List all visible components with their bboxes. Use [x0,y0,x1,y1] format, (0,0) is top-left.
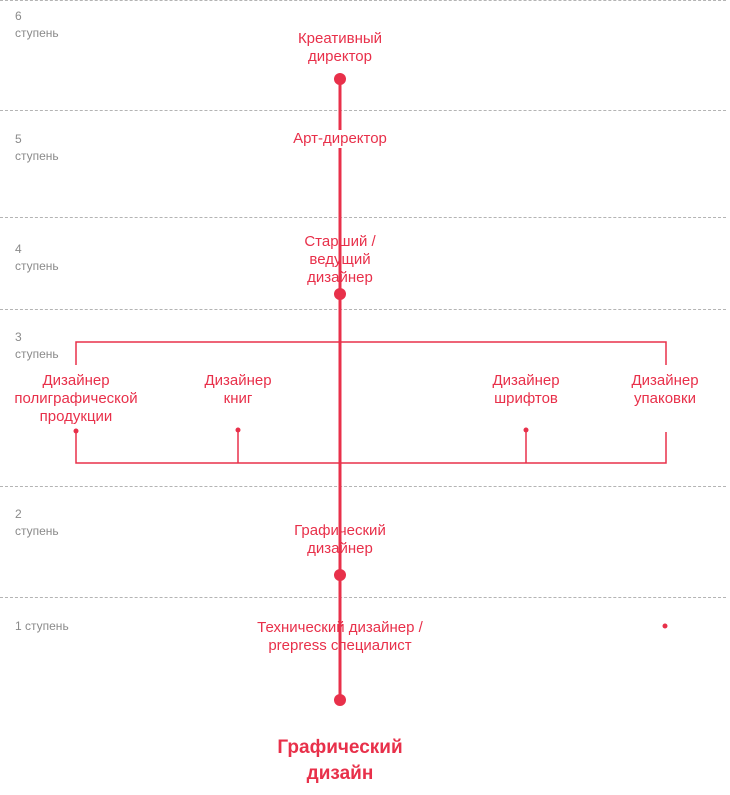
level-divider [0,597,726,598]
node-art-director: Арт-директор [289,130,391,148]
creative-director-dot [334,73,346,85]
level3-bracket-bottom [75,432,667,464]
node-font-designer: Дизайнер шрифтов [492,372,560,407]
print-designer-dot [73,428,79,434]
level-3-label: 3 ступень [15,330,59,361]
node-graphic-designer: Графический дизайнер [294,522,386,557]
level-6-label: 6 ступень [15,9,59,40]
node-print-designer: Дизайнер полиграфической продукции [14,372,138,425]
level-divider [0,309,726,310]
root-title: Графический дизайн [277,737,403,784]
graphic-designer-dot [334,569,346,581]
book-designer-dot [235,427,241,433]
level-5-label: 5 ступень [15,132,59,163]
level-divider [0,486,726,487]
level-1-label: 1 ступень [15,619,69,633]
senior-designer-dot [334,288,346,300]
node-book-designer: Дизайнер книг [204,372,272,407]
stray-dot [662,623,668,629]
node-creative-director: Креативный директор [297,30,383,65]
node-senior-designer: Старший / ведущий дизайнер [304,233,376,286]
level-divider [0,110,726,111]
node-package-designer: Дизайнер упаковки [631,372,699,407]
level-divider [0,0,726,1]
level3-bracket-top [75,341,667,365]
level-2-label: 2 ступень [15,507,59,538]
level-divider [0,217,726,218]
technical-designer-dot [334,694,346,706]
font-designer-dot [523,427,529,433]
level-4-label: 4 ступень [15,242,59,273]
node-technical-designer: Технический дизайнер / prepress специали… [257,619,423,654]
